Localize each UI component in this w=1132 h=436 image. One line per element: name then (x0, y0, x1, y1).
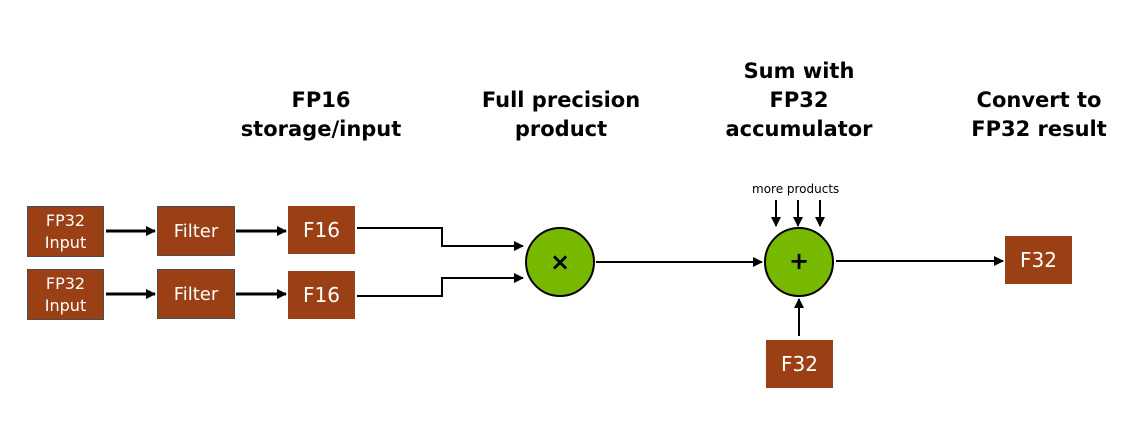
arrow-f16-to-multiply-1 (357, 227, 524, 251)
heading-line: accumulator (725, 117, 873, 141)
f32-accumulator-box: F32 (766, 340, 833, 388)
arrow-f16-to-multiply-2 (357, 273, 524, 297)
add-node (764, 227, 834, 297)
f32-result-box: F32 (1005, 236, 1072, 284)
more-products-label: more products (752, 182, 840, 196)
filter-box-2: Filter (157, 269, 235, 319)
fp32-input-box-1: FP32 Input (27, 206, 104, 257)
f16-box-1: F16 (288, 206, 355, 254)
input-line: FP32 (45, 210, 86, 230)
heading-line: Sum with (743, 59, 855, 83)
heading-line: Convert to (976, 88, 1102, 112)
filter-box-1: Filter (157, 206, 235, 256)
multiply-node (525, 227, 595, 297)
heading-fp16-storage: FP16 storage/input (221, 86, 421, 144)
multiply-symbol: × (549, 248, 571, 276)
heading-convert-result: Convert to FP32 result (939, 86, 1132, 144)
add-symbol: + (788, 247, 810, 275)
heading-sum-accumulator: Sum with FP32 accumulator (699, 57, 899, 144)
heading-line: storage/input (240, 117, 402, 141)
input-line: Input (44, 232, 87, 252)
heading-line: Full precision (481, 88, 641, 112)
fp32-input-box-2: FP32 Input (27, 269, 104, 320)
heading-full-precision: Full precision product (461, 86, 661, 144)
heading-line: product (514, 117, 608, 141)
heading-line: FP16 (291, 88, 351, 112)
input-line: Input (44, 295, 87, 315)
f16-box-2: F16 (288, 271, 355, 319)
input-line: FP32 (45, 273, 86, 293)
heading-line: FP32 (769, 88, 829, 112)
heading-line: FP32 result (971, 117, 1107, 141)
